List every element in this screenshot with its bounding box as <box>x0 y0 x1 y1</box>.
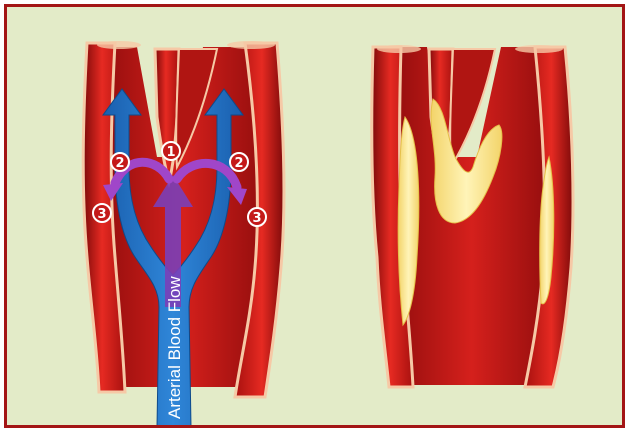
marker-2-left: 2 <box>111 153 129 171</box>
diseased-artery <box>372 45 573 387</box>
svg-text:3: 3 <box>97 207 106 222</box>
svg-text:3: 3 <box>252 211 261 226</box>
svg-text:2: 2 <box>115 156 124 171</box>
artery-diagram: Arterial Blood Flow 1 2 2 3 3 <box>7 7 622 425</box>
svg-text:1: 1 <box>166 145 175 160</box>
healthy-artery-rim-right <box>227 41 275 49</box>
diseased-artery-rim-right <box>515 45 563 53</box>
diagram-frame: Arterial Blood Flow 1 2 2 3 3 <box>4 4 625 428</box>
marker-1: 1 <box>162 142 180 160</box>
svg-text:2: 2 <box>234 156 243 171</box>
marker-3-left: 3 <box>93 204 111 222</box>
healthy-artery-rim-left <box>97 41 141 49</box>
arterial-blood-flow-label: Arterial Blood Flow <box>165 276 184 419</box>
marker-2-right: 2 <box>230 153 248 171</box>
diseased-artery-rim-left <box>377 45 421 53</box>
marker-3-right: 3 <box>248 208 266 226</box>
